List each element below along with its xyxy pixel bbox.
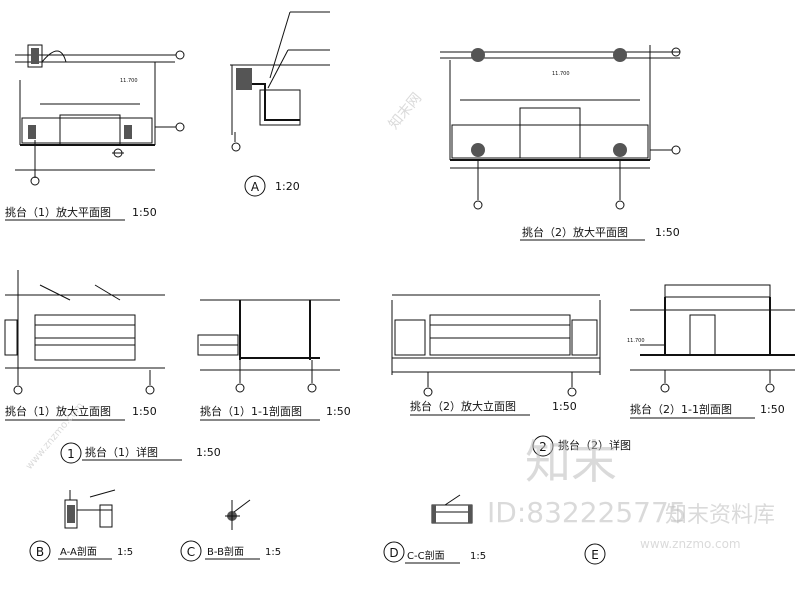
detail-1-scale: 1:50 (196, 446, 221, 459)
detail-b-drawing (64, 489, 116, 529)
marker-e: E (591, 548, 599, 562)
section-2-drawing: 11.700 (627, 284, 795, 393)
plan-1-scale: 1:50 (132, 206, 157, 219)
elevation-2-scale: 1:50 (552, 400, 577, 413)
plan-2-drawing: 11.700 (440, 45, 681, 210)
section-1-title: 挑台（1）1-1剖面图 (200, 404, 302, 418)
detail-b-title: A-A剖面 (60, 545, 97, 558)
elevation-1-scale: 1:50 (132, 405, 157, 418)
detail-2-title: 挑台（2）详图 (558, 438, 631, 452)
marker-d: D (389, 546, 398, 560)
detail-b-scale: 1:5 (117, 547, 133, 558)
marker-e-circle (584, 543, 606, 565)
watermark-site: www.znzmo.com (640, 537, 741, 551)
section-2-title: 挑台（2）1-1剖面图 (630, 402, 732, 416)
detail-a-scale: 1:20 (275, 180, 300, 193)
elevation-1-drawing (4, 270, 165, 395)
plan-2-title: 挑台（2）放大平面图 (522, 225, 628, 239)
plan-1-drawing: 11.700 (15, 44, 185, 186)
marker-2-circle (532, 435, 554, 457)
elevation-1-title: 挑台（1）放大立面图 (5, 404, 111, 418)
svg-text:11.700: 11.700 (120, 78, 138, 84)
detail-c-scale: 1:5 (265, 547, 281, 558)
watermark-library: 知末资料库 (665, 503, 775, 528)
marker-1: 1 (67, 447, 75, 461)
detail-d-drawing (431, 494, 473, 524)
detail-1-title: 挑台（1）详图 (85, 445, 158, 459)
marker-2: 2 (539, 440, 547, 454)
detail-d-title: C-C剖面 (407, 549, 445, 562)
marker-1-circle (60, 442, 82, 464)
detail-a-drawing (230, 11, 330, 152)
title-underlines (5, 219, 755, 564)
marker-a-circle (244, 175, 266, 197)
elevation-2-title: 挑台（2）放大立面图 (410, 399, 516, 413)
section-1-drawing (197, 299, 340, 393)
marker-c-circle (180, 540, 202, 562)
watermark-logo-small: 知末网 (385, 89, 425, 132)
detail-c-title: B-B剖面 (207, 545, 244, 558)
svg-text:11.700: 11.700 (627, 338, 645, 344)
marker-a: A (251, 180, 260, 194)
marker-c: C (187, 545, 195, 559)
marker-b-circle (29, 540, 51, 562)
svg-text:11.700: 11.700 (552, 71, 570, 77)
section-1-scale: 1:50 (326, 405, 351, 418)
watermark-brand: 知末 (525, 435, 617, 489)
plan-2-scale: 1:50 (655, 226, 680, 239)
detail-d-scale: 1:5 (470, 551, 486, 562)
detail-c-drawing (225, 499, 251, 530)
marker-b: B (36, 545, 44, 559)
plan-1-title: 挑台（1）放大平面图 (5, 205, 111, 219)
marker-d-circle (383, 541, 405, 563)
elevation-2-drawing (391, 294, 601, 397)
section-2-scale: 1:50 (760, 403, 785, 416)
watermark-id: ID:832225775 (487, 496, 687, 529)
